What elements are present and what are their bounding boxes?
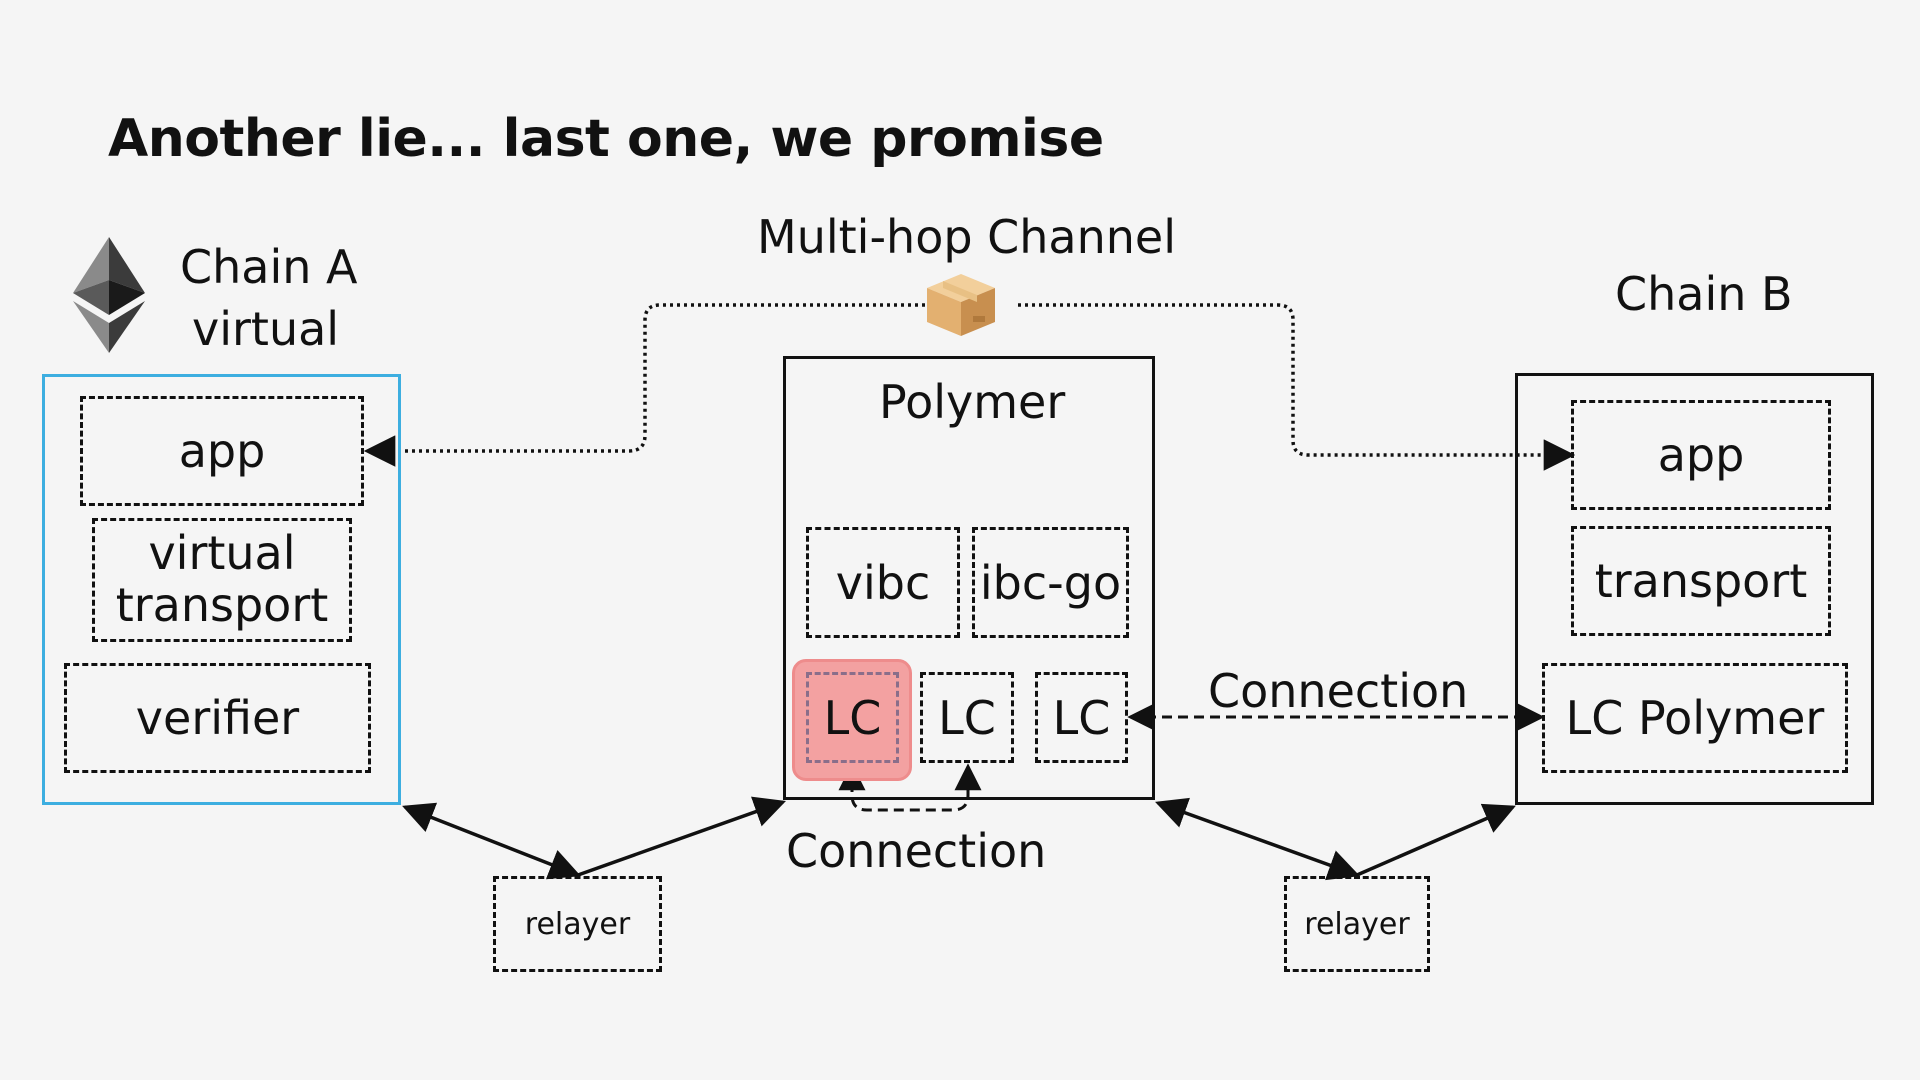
- multihop-dotted-right: [1018, 303, 1576, 471]
- chain-b-transport-label: transport: [1594, 554, 1808, 608]
- chain-b-lc-polymer-label: LC Polymer: [1565, 691, 1825, 745]
- lc-connection-dashed: [838, 763, 982, 812]
- polymer-title: Polymer: [879, 375, 1066, 429]
- chain-a-verifier-label: verifier: [135, 691, 300, 745]
- chain-b-app-label: app: [1657, 428, 1745, 482]
- polymer-lc-box-2: LC: [920, 672, 1014, 763]
- polymer-lc-label-2: LC: [938, 690, 996, 745]
- relayer-right-to-polymer: [1155, 797, 1360, 881]
- polymer-vibc-box: vibc: [806, 527, 960, 638]
- chain-b-title: Chain B: [1615, 267, 1793, 321]
- multihop-channel-label: Multi-hop Channel: [757, 210, 1177, 264]
- chain-a-verifier-box: verifier: [64, 663, 371, 773]
- ethereum-icon: [73, 237, 145, 353]
- relayer-left-to-polymer: [577, 796, 786, 877]
- relayer-left-box: relayer: [493, 876, 662, 972]
- polymer-ibc-go-label: ibc-go: [979, 555, 1122, 610]
- polymer-lc-label-3: LC: [1052, 690, 1111, 745]
- chain-a-transport-line1: virtual: [148, 526, 296, 581]
- chain-b-transport-box: transport: [1571, 526, 1831, 636]
- relayer-right-box: relayer: [1284, 876, 1430, 972]
- polymer-lc-label-1: LC: [823, 690, 882, 745]
- connection-label-right: Connection: [1208, 664, 1469, 718]
- polymer-lc-box-1: LC: [806, 672, 899, 763]
- polymer-vibc-label: vibc: [835, 555, 931, 610]
- package-box-icon: [927, 274, 995, 336]
- page-title: Another lie... last one, we promise: [108, 109, 1104, 169]
- polymer-lc-box-3: LC: [1035, 672, 1128, 763]
- chain-b-lc-polymer-box: LC Polymer: [1542, 663, 1848, 773]
- chain-a-app-label: app: [178, 424, 266, 478]
- polymer-ibc-go-box: ibc-go: [972, 527, 1129, 638]
- relayer-left-label: relayer: [524, 906, 631, 942]
- chain-a-app-box: app: [80, 396, 364, 506]
- chain-a-transport-line2: transport: [115, 578, 329, 632]
- relayer-right-label: relayer: [1304, 906, 1410, 942]
- chain-a-subtitle: virtual: [192, 302, 340, 356]
- chain-b-container: [1515, 373, 1874, 805]
- polymer-container: [783, 356, 1155, 800]
- relayer-left-to-chain-a: [402, 802, 581, 880]
- relayer-right-to-chain-b: [1356, 803, 1516, 877]
- chain-b-app-box: app: [1571, 400, 1831, 510]
- connection-label-bottom: Connection: [786, 824, 1047, 878]
- chain-a-title: Chain A: [180, 240, 358, 294]
- chain-a-container: [42, 374, 401, 805]
- chain-a-virtual-transport-box: virtual transport: [92, 518, 352, 642]
